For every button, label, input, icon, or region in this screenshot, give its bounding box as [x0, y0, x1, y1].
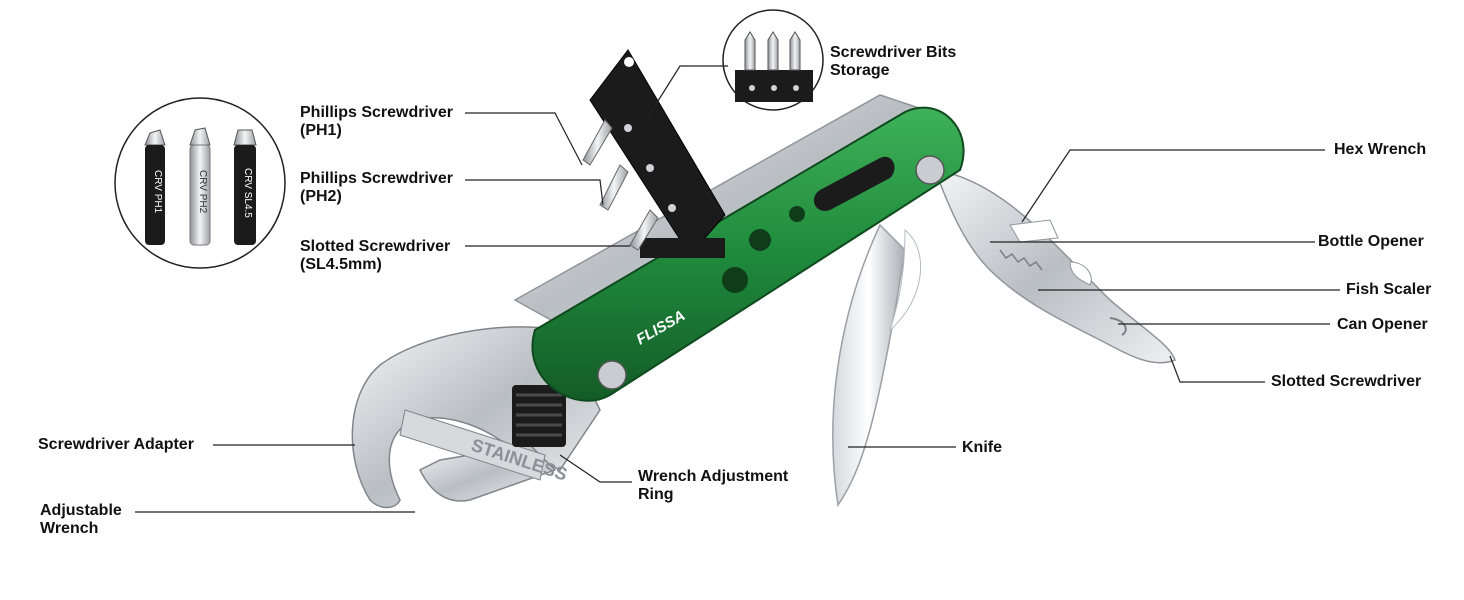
storage-inset — [722, 9, 824, 111]
bit-ph1-engraving: CRV PH1 — [152, 170, 163, 214]
bit-ph2: CRV PH2 — [189, 127, 211, 246]
label-bits-storage-line1: Screwdriver Bits — [830, 44, 957, 61]
label-phillips-ph1-line2: (PH1) — [300, 122, 342, 139]
bit-sl45: CRV SL4.5 — [233, 129, 257, 245]
multi-blade — [933, 169, 1176, 364]
label-phillips-ph2: Phillips Screwdriver (PH2) — [300, 170, 453, 206]
label-adjustable-wrench-line1: Adjustable — [40, 502, 122, 519]
stored-bits — [582, 119, 659, 251]
bit-ph1: CRV PH1 — [144, 129, 166, 245]
label-knife: Knife — [962, 439, 1002, 456]
label-hex-wrench: Hex Wrench — [1334, 141, 1427, 158]
label-slotted-sl45-line2: (SL4.5mm) — [300, 256, 382, 273]
label-wrench-adjustment-ring-line2: Ring — [638, 486, 674, 503]
label-phillips-ph2-line1: Phillips Screwdriver — [300, 170, 453, 187]
label-adjustable-wrench: Adjustable Wrench — [40, 502, 122, 538]
bit-holder — [589, 49, 726, 258]
label-phillips-ph1-line1: Phillips Screwdriver — [300, 104, 453, 121]
label-slotted-sl45: Slotted Screwdriver (SL4.5mm) — [300, 238, 450, 274]
label-phillips-ph1: Phillips Screwdriver (PH1) — [300, 104, 453, 140]
green-handle: FLISSA — [531, 106, 965, 402]
label-phillips-ph2-line2: (PH2) — [300, 188, 342, 205]
bit-ph2-engraving: CRV PH2 — [197, 170, 208, 214]
adjustment-ring — [512, 385, 566, 447]
label-screwdriver-adapter: Screwdriver Adapter — [38, 436, 194, 453]
label-bits-storage: Screwdriver Bits Storage — [830, 44, 956, 80]
label-slotted-sl45-line1: Slotted Screwdriver — [300, 238, 451, 255]
label-wrench-adjustment-ring: Wrench Adjustment Ring — [638, 468, 788, 504]
label-wrench-adjustment-ring-line1: Wrench Adjustment — [638, 468, 789, 485]
label-can-opener: Can Opener — [1337, 316, 1428, 333]
label-bits-storage-line2: Storage — [830, 62, 890, 79]
knife-blade — [832, 223, 922, 507]
label-slotted-screwdriver: Slotted Screwdriver — [1271, 373, 1422, 390]
bits-inset: CRV PH1 CRV PH2 CRV SL4.5 — [114, 97, 286, 269]
leader-lines — [135, 65, 1340, 513]
label-fish-scaler: Fish Scaler — [1346, 281, 1432, 298]
label-adjustable-wrench-line2: Wrench — [40, 520, 99, 537]
label-bottle-opener: Bottle Opener — [1318, 233, 1424, 250]
bit-sl45-engraving: CRV SL4.5 — [242, 168, 253, 218]
